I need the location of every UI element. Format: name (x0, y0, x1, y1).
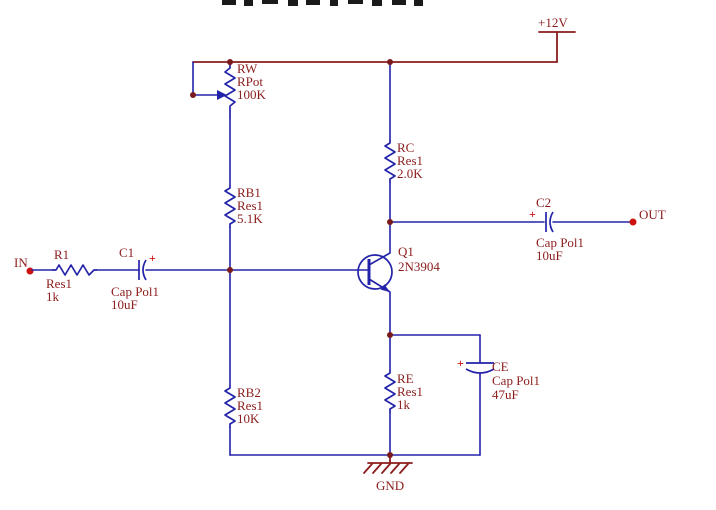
c1-ref-label: C1 (119, 245, 134, 260)
ce-value-label: 47uF (492, 387, 519, 402)
re-type-label: Res1 (397, 384, 423, 399)
junction-dot (387, 452, 393, 458)
emitter-arrow-icon (380, 284, 390, 292)
junction-dot (227, 59, 233, 65)
rb1-value-label: 5.1K (237, 211, 263, 226)
resistor-rc: RC Res1 2.0K (384, 61, 423, 254)
resistor-re: RE Res1 1k (384, 291, 423, 456)
cropped-title-fragment (222, 0, 423, 6)
ground-label: GND (376, 478, 404, 493)
input-network: IN R1 Res1 1k + C1 Cap Pol1 10uF (14, 245, 370, 312)
r1-type-label: Res1 (46, 276, 72, 291)
ce-type-label: Cap Pol1 (492, 373, 540, 388)
c2-ref-label: C2 (536, 195, 551, 210)
rb2-ref-label: RB2 (237, 385, 261, 400)
power-rail (192, 31, 576, 63)
re-ref-label: RE (397, 371, 414, 386)
r1-ref-label: R1 (54, 247, 69, 262)
junction-dots (190, 59, 393, 458)
q1-ref-label: Q1 (398, 244, 414, 259)
rb2-value-label: 10K (237, 411, 260, 426)
output-label: OUT (639, 207, 666, 222)
rb1-ref-label: RB1 (237, 185, 261, 200)
resistor-r1: R1 Res1 1k (46, 247, 97, 304)
junction-dot (387, 59, 393, 65)
r1-value-label: 1k (46, 289, 60, 304)
rc-type-label: Res1 (397, 153, 423, 168)
q1-type-label: 2N3904 (398, 259, 440, 274)
rw-type-label: RPot (237, 74, 263, 89)
junction-dot (227, 267, 233, 273)
transistor-q1: Q1 2N3904 (357, 244, 440, 293)
potentiometer-rw: RW RPot 100K (192, 61, 267, 118)
rc-ref-label: RC (397, 140, 414, 155)
output-terminal-dot (629, 218, 637, 226)
c2-plus-mark: + (529, 207, 536, 221)
rw-ref-label: RW (237, 61, 258, 76)
c1-type-label: Cap Pol1 (111, 284, 159, 299)
output-network: + C2 Cap Pol1 10uF OUT (389, 195, 666, 263)
junction-dot (190, 92, 196, 98)
ce-ref-label: CE (492, 359, 509, 374)
input-terminal-dot (26, 267, 34, 275)
re-value-label: 1k (397, 397, 411, 412)
ground-symbol: GND (363, 454, 413, 493)
rb2-type-label: Res1 (237, 398, 263, 413)
c1-plus-mark: + (149, 251, 156, 265)
ce-plus-mark: + (457, 356, 464, 370)
rc-value-label: 2.0K (397, 166, 423, 181)
junction-dot (387, 219, 393, 225)
c2-value-label: 10uF (536, 248, 563, 263)
c2-type-label: Cap Pol1 (536, 235, 584, 250)
c1-value-label: 10uF (111, 297, 138, 312)
junction-dot (387, 332, 393, 338)
rb1-type-label: Res1 (237, 198, 263, 213)
capacitor-c2: + C2 Cap Pol1 10uF (529, 195, 584, 263)
resistor-rb1: RB1 Res1 5.1K (224, 117, 263, 386)
capacitor-ce: + CE Cap Pol1 47uF (389, 334, 540, 456)
input-label: IN (14, 255, 28, 270)
power-label: +12V (538, 15, 568, 30)
rw-value-label: 100K (237, 87, 267, 102)
wiper-arrow-icon (217, 90, 227, 100)
resistor-rb2: RB2 Res1 10K (224, 385, 263, 456)
capacitor-c1: + C1 Cap Pol1 10uF (111, 245, 159, 312)
